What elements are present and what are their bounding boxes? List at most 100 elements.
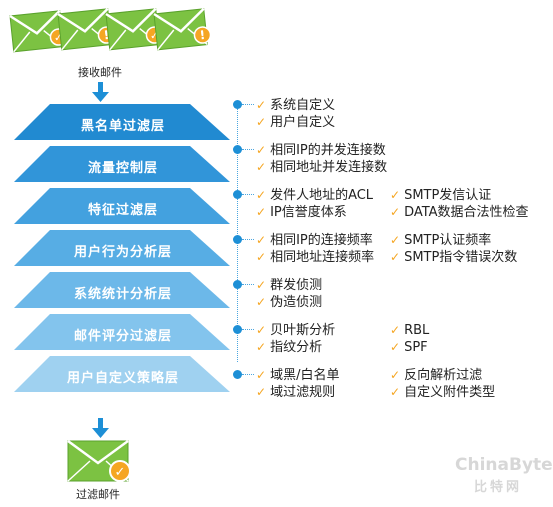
feature-item: ✓伪造侦测 [256, 294, 322, 311]
svg-text:!: ! [103, 28, 110, 42]
feature-item: ✓群发侦测 [256, 277, 322, 294]
filter-layer [14, 314, 230, 350]
feature-item: ✓相同地址并发连接数 [256, 159, 387, 176]
feature-text: 贝叶斯分析 [270, 323, 336, 338]
feature-text: SPF [404, 340, 428, 355]
feature-item: ✓相同IP的连接频率 [256, 232, 373, 249]
feature-text: 指纹分析 [270, 340, 323, 355]
filter-layer [14, 146, 230, 182]
connector-dot [233, 325, 242, 334]
feature-item: ✓SMTP发信认证 [390, 187, 491, 204]
watermark-subtitle: 比特网 [474, 480, 523, 495]
feature-item: ✓DATA数据合法性检查 [390, 204, 529, 221]
connector-dot [233, 145, 242, 154]
feature-text: RBL [404, 323, 430, 338]
feature-item: ✓自定义附件类型 [390, 384, 495, 401]
layer-label: 用户行为分析层 [73, 245, 172, 260]
filter-layer [14, 356, 230, 392]
feature-item: ✓SMTP指令错误次数 [390, 249, 517, 266]
connector-dot [233, 280, 242, 289]
svg-text:✓: ✓ [53, 31, 64, 45]
feature-item: ✓域黑/白名单 [256, 367, 339, 384]
feature-text: 域过滤规则 [270, 385, 336, 400]
connector-line [242, 329, 254, 330]
feature-item: ✓SMTP认证频率 [390, 232, 491, 249]
check-icon: ✓ [256, 98, 267, 112]
feature-text: 用户自定义 [270, 115, 336, 130]
layer-label: 邮件评分过滤层 [73, 329, 172, 344]
check-icon: ✓ [390, 233, 401, 247]
incoming-caption: 接收邮件 [78, 66, 122, 79]
feature-text: 相同IP的并发连接数 [270, 143, 386, 158]
filter-layer [14, 104, 230, 140]
layer-label: 系统统计分析层 [73, 287, 172, 302]
connector-dot [233, 190, 242, 199]
feature-item: ✓用户自定义 [256, 114, 335, 131]
check-icon: ✓ [256, 340, 267, 354]
check-icon: ✓ [390, 323, 401, 337]
check-icon: ✓ [390, 250, 401, 264]
feature-item: ✓发件人地址的ACL [256, 187, 373, 204]
feature-text: 伪造侦测 [270, 295, 323, 310]
feature-text: SMTP认证频率 [404, 233, 492, 248]
feature-item: ✓反向解析过滤 [390, 367, 482, 384]
incoming-envelope-icon: ! [152, 7, 212, 52]
feature-text: 群发侦测 [270, 278, 323, 293]
check-icon: ✓ [390, 205, 401, 219]
check-icon: ✓ [256, 233, 267, 247]
layer-label: 特征过滤层 [87, 203, 158, 218]
connector-line [242, 194, 254, 195]
filter-layer [14, 272, 230, 308]
feature-item: ✓域过滤规则 [256, 384, 335, 401]
feature-text: 反向解析过滤 [404, 368, 483, 383]
connector-line [242, 284, 254, 285]
svg-text:!: ! [199, 28, 206, 42]
check-icon: ✓ [390, 368, 401, 382]
connector-dot [233, 100, 242, 109]
down-arrow-icon [92, 418, 109, 438]
feature-text: 相同地址并发连接数 [270, 160, 388, 175]
feature-item: ✓相同地址连接频率 [256, 249, 374, 266]
feature-text: SMTP发信认证 [404, 188, 492, 203]
check-icon: ✓ [390, 340, 401, 354]
feature-text: SMTP指令错误次数 [404, 250, 518, 265]
feature-item: ✓SPF [390, 339, 428, 356]
filter-layer [14, 188, 230, 224]
svg-text:✓: ✓ [149, 29, 160, 43]
feature-text: 系统自定义 [270, 98, 336, 113]
connector-dot [233, 370, 242, 379]
feature-text: DATA数据合法性检查 [404, 205, 529, 220]
filter-layer [14, 230, 230, 266]
check-icon: ✓ [256, 250, 267, 264]
check-icon: ✓ [256, 278, 267, 292]
layer-label: 流量控制层 [87, 161, 158, 176]
feature-item: ✓指纹分析 [256, 339, 322, 356]
feature-text: 域黑/白名单 [270, 368, 340, 383]
feature-item: ✓IP信誉度体系 [256, 204, 347, 221]
check-icon: ✓ [256, 368, 267, 382]
watermark-logo: ChinaByte [455, 455, 553, 475]
down-arrow-icon [92, 82, 109, 102]
check-icon: ✓ [256, 385, 267, 399]
connector-line [237, 102, 238, 362]
connector-line [242, 239, 254, 240]
feature-item: ✓相同IP的并发连接数 [256, 142, 386, 159]
connector-line [242, 104, 254, 105]
feature-text: 自定义附件类型 [404, 385, 496, 400]
check-icon: ✓ [256, 188, 267, 202]
feature-text: IP信誉度体系 [270, 205, 347, 220]
outgoing-envelope-icon: ✓ [67, 439, 131, 482]
check-icon: ✓ [256, 323, 267, 337]
check-icon: ✓ [256, 295, 267, 309]
connector-line [242, 149, 254, 150]
check-icon: ✓ [256, 205, 267, 219]
check-icon: ✓ [256, 115, 267, 129]
layer-label: 黑名单过滤层 [80, 119, 165, 134]
feature-item: ✓系统自定义 [256, 97, 335, 114]
check-icon: ✓ [390, 385, 401, 399]
feature-item: ✓RBL [390, 322, 429, 339]
check-icon: ✓ [390, 188, 401, 202]
check-icon: ✓ [256, 160, 267, 174]
feature-text: 发件人地址的ACL [270, 188, 374, 203]
